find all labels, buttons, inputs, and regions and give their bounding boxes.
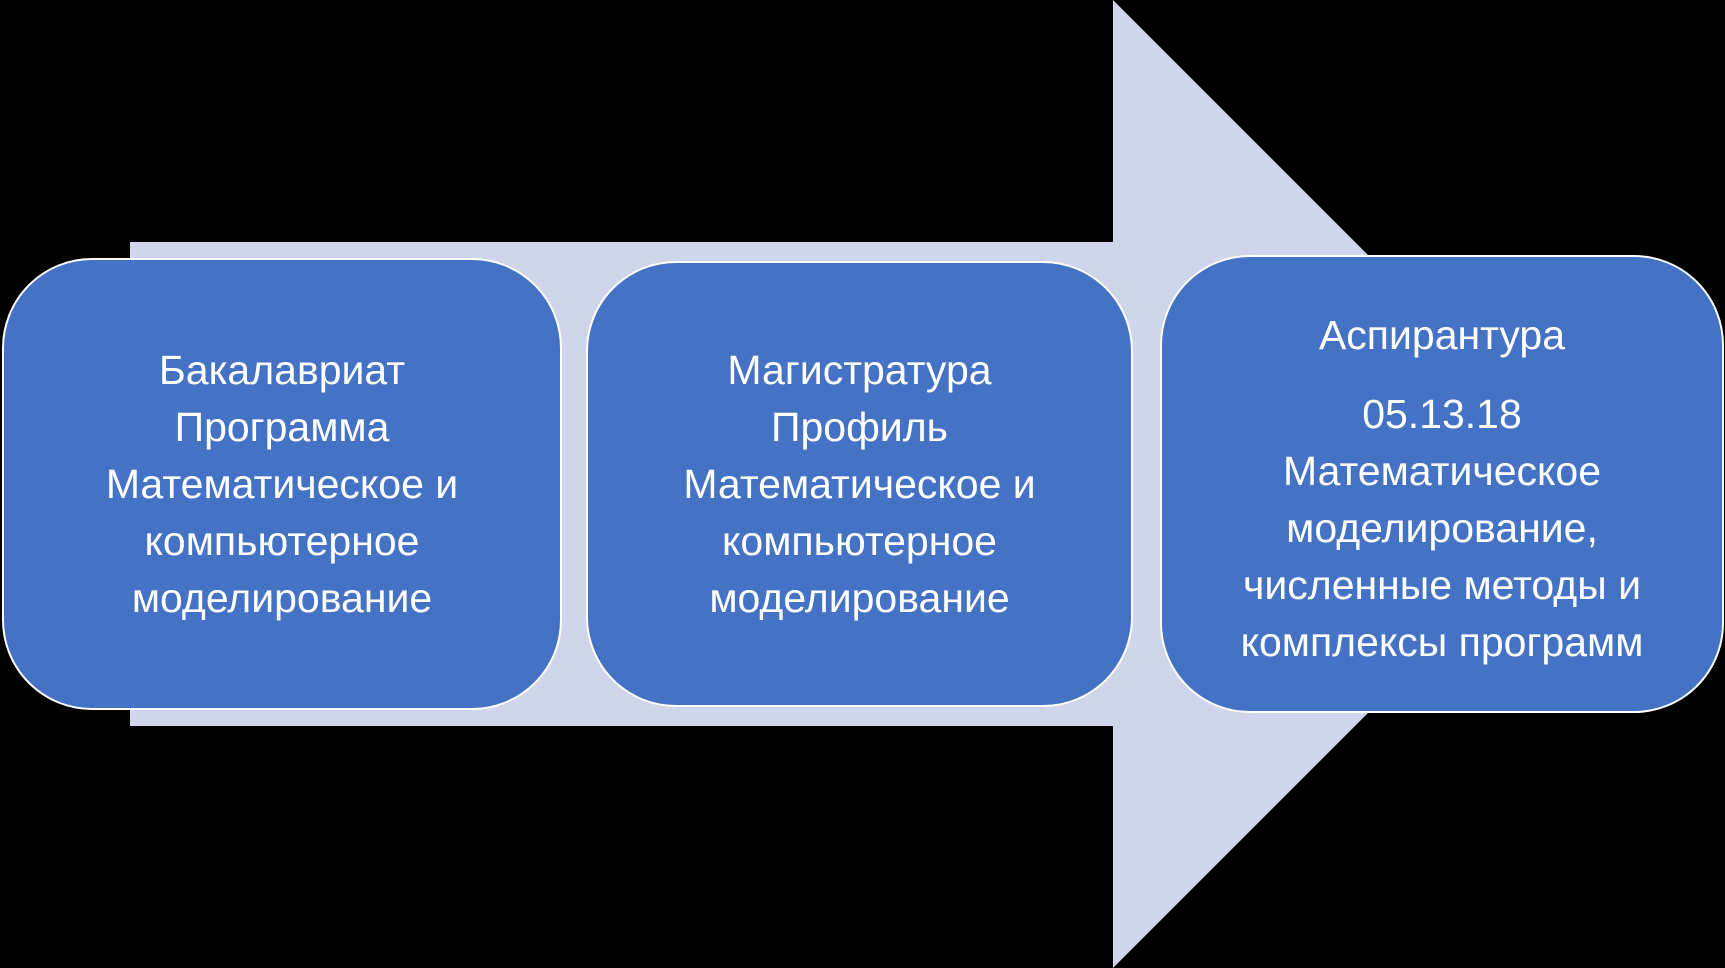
stage-postgraduate-line: моделирование, — [1286, 505, 1598, 551]
stage-postgraduate-line: численные методы и — [1243, 562, 1641, 608]
stage-master-line: Магистратура — [727, 346, 992, 393]
stage-postgraduate-line: комплексы программ — [1240, 619, 1644, 665]
stage-bachelor: Бакалавриат Программа Математическое и к… — [2, 258, 562, 710]
stage-bachelor-line: Бакалавриат — [158, 346, 406, 393]
stage-master-line: Математическое и — [683, 460, 1036, 507]
stage-master-line: моделирование — [709, 574, 1010, 621]
stage-bachelor-line: компьютерное — [144, 517, 420, 564]
stage-bachelor-line: моделирование — [131, 574, 433, 621]
stage-bachelor-line: Программа — [174, 403, 390, 450]
stage-postgraduate: Аспирантура 05.13.18 Математическое моде… — [1160, 255, 1724, 713]
stage-master: Магистратура Профиль Математическое и ко… — [586, 261, 1133, 707]
stage-postgraduate-title: Аспирантура — [1318, 312, 1566, 358]
stage-master-line: Профиль — [771, 403, 948, 450]
stage-postgraduate-line: Математическое — [1282, 448, 1602, 494]
stage-master-line: компьютерное — [722, 517, 997, 564]
stage-bachelor-line: Математическое и — [105, 460, 459, 507]
stage-postgraduate-line: 05.13.18 — [1362, 391, 1522, 437]
